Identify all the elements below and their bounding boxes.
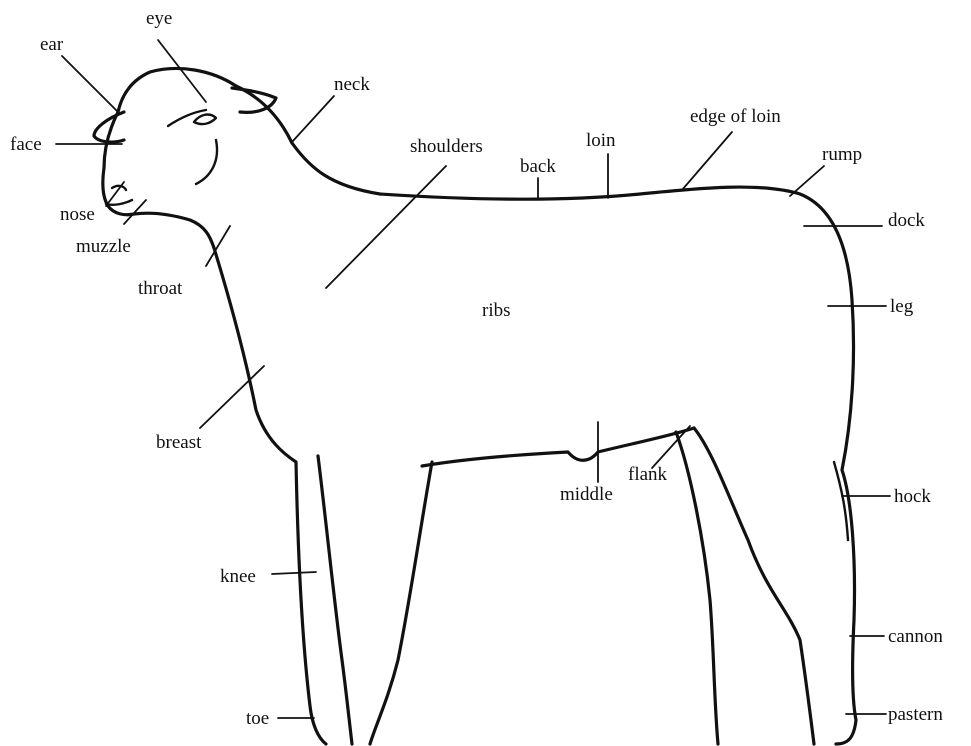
rump-label: rump <box>822 144 862 165</box>
ribs-label: ribs <box>482 300 511 321</box>
sheep-drawing <box>94 68 856 744</box>
cannon-label: cannon <box>888 626 943 647</box>
eye-outline <box>194 115 216 125</box>
front-leg-rear-outline <box>318 456 352 744</box>
neck-leader <box>292 96 334 142</box>
loin-label: loin <box>586 130 616 151</box>
dock-label: dock <box>888 210 925 231</box>
neck-label: neck <box>334 74 370 95</box>
ear-leader <box>62 56 118 112</box>
hind-leg-near-outline <box>694 428 814 744</box>
edge-of-loin-leader <box>682 132 732 190</box>
face-label: face <box>10 134 42 155</box>
hock-label: hock <box>894 486 931 507</box>
topline-outline <box>292 143 856 744</box>
muzzle-label: muzzle <box>76 236 131 257</box>
knee-label: knee <box>220 566 256 587</box>
labels: ear eye neck face nose muzzle throat sho… <box>10 8 943 729</box>
cheek-line <box>196 140 217 184</box>
ear-label: ear <box>40 34 64 55</box>
middle-label: middle <box>560 484 613 505</box>
toe-label: toe <box>246 708 269 729</box>
throat-label: throat <box>138 278 183 299</box>
hind-hock-detail <box>834 462 848 540</box>
hind-leg-far-outline <box>676 432 718 744</box>
eye-label: eye <box>146 8 172 29</box>
edge-of-loin-label: edge of loin <box>690 106 781 127</box>
back-label: back <box>520 156 556 177</box>
breast-label: breast <box>156 432 202 453</box>
shoulders-label: shoulders <box>410 136 483 157</box>
belly-outline <box>422 428 694 466</box>
leg-label: leg <box>890 296 914 317</box>
pastern-label: pastern <box>888 704 943 725</box>
knee-leader <box>272 572 316 574</box>
flank-label: flank <box>628 464 668 485</box>
far-front-leg-outline <box>370 462 432 744</box>
chest-outline <box>214 248 326 744</box>
nose-label: nose <box>60 204 95 225</box>
rump-leader <box>790 166 824 196</box>
